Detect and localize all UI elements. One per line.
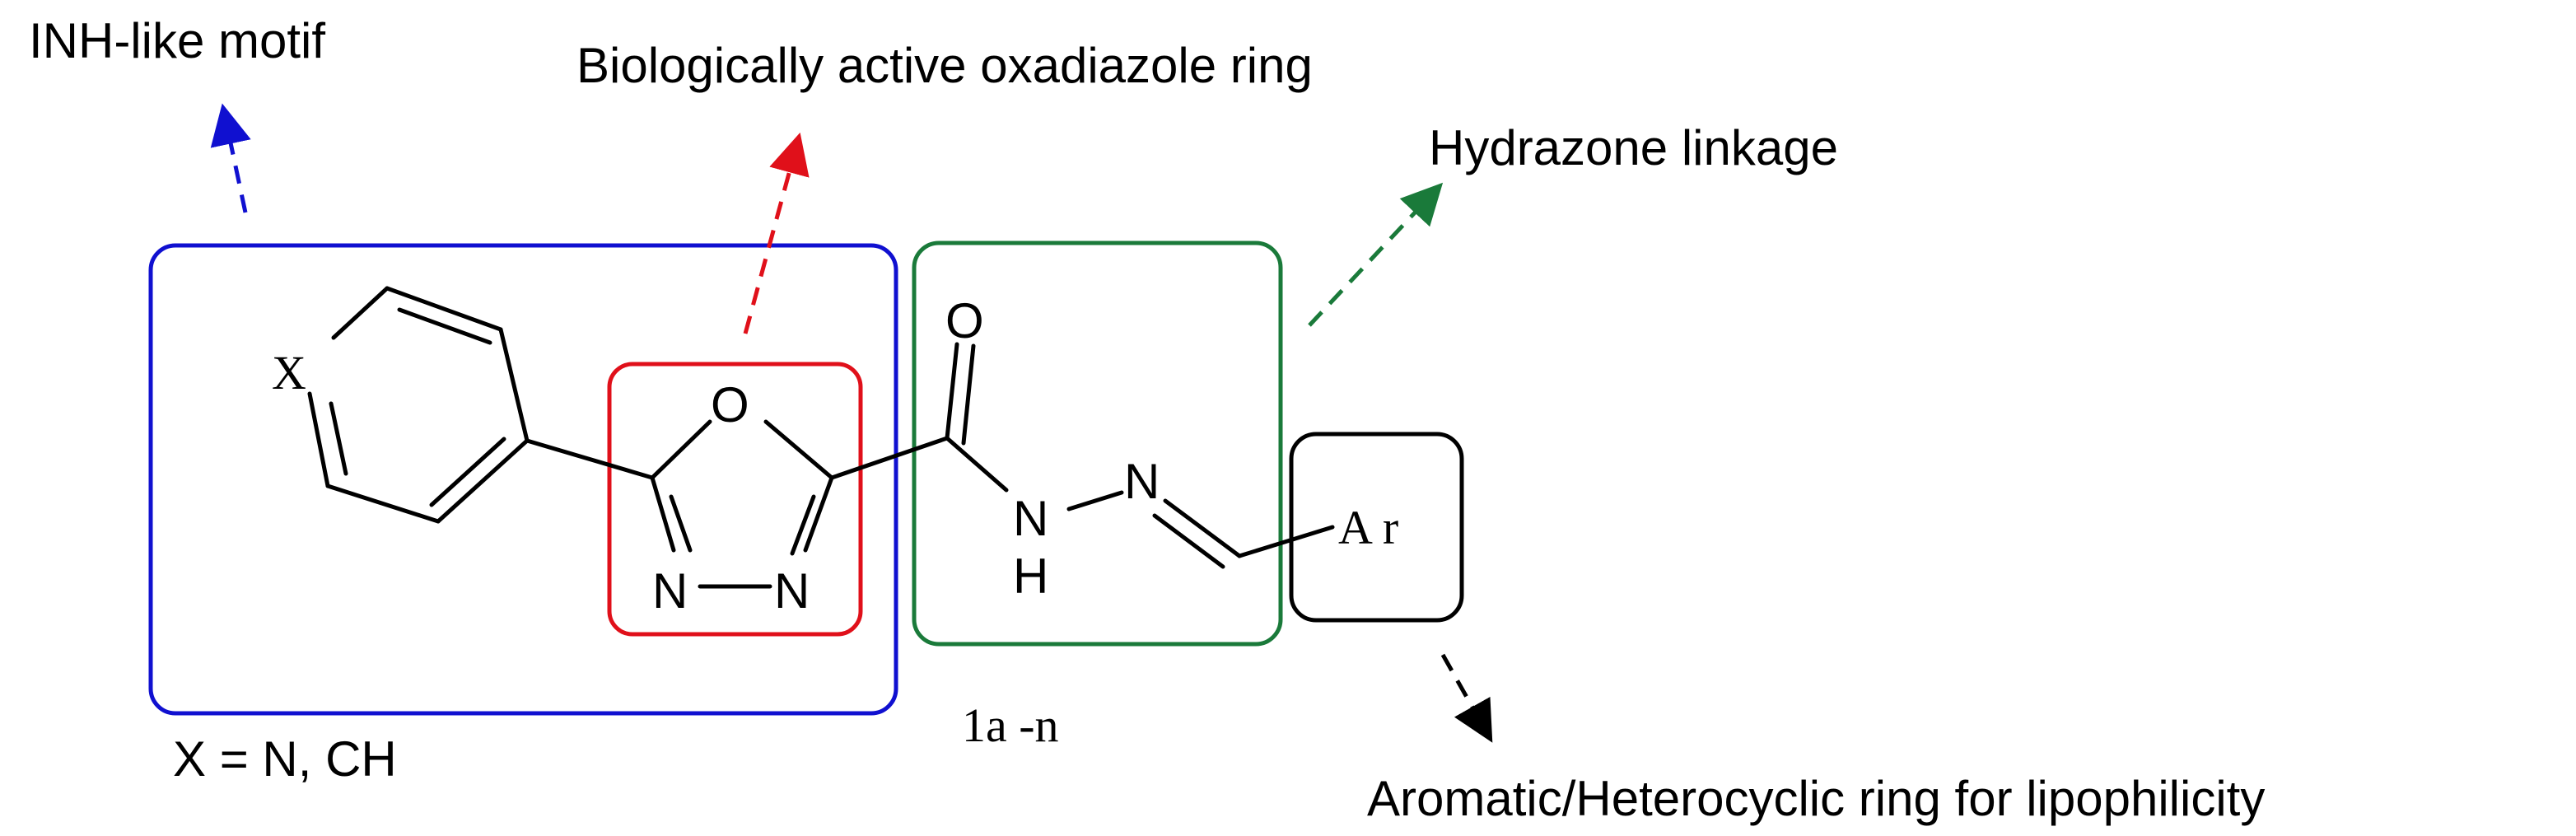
oxadiazole-box [607,362,863,637]
atom-o-ring: O [711,377,749,432]
atom-nh-n: N [1013,491,1048,546]
imine-bond-2 [1152,513,1225,569]
atom-ar: Ar [1338,501,1408,554]
oxadiazole-carbonyl-bond [829,436,950,480]
atom-n-left: N [652,563,688,619]
label-compound-number: 1a -n [962,698,1059,752]
atom-n-right: N [774,563,810,619]
carbonyl-bond-2 [961,343,976,446]
hydrazone-arrow [1308,182,1444,327]
nn-bond [1066,490,1124,511]
label-inh-motif: INH-like motif [29,13,325,68]
c-ar-bond [1237,525,1335,558]
inh-motif-box [148,243,898,716]
hydrazone-box [912,241,1283,647]
label-x-definition: X = N, CH [173,731,397,787]
atom-n-imine: N [1124,454,1160,509]
carbonyl-bond-1 [945,342,959,441]
aryl-box [1289,432,1464,623]
imine-bond-1 [1163,498,1242,558]
oxadiazole-arrow [743,132,810,334]
atom-nh-h: H [1013,549,1048,604]
aromatic-arrow [1440,653,1493,743]
atom-x: X [272,346,306,399]
aryl-oxadiazole-bond [525,438,655,480]
label-oxadiazole: Biologically active oxadiazole ring [576,38,1313,93]
atom-o-carbonyl: O [945,293,984,348]
label-hydrazone: Hydrazone linkage [1429,120,1838,175]
pyridine-ring [307,286,530,524]
label-aromatic: Aromatic/Heterocyclic ring for lipophili… [1367,771,2265,826]
oxadiazole-ring [650,419,834,589]
amide-bond [945,436,1009,493]
inh-arrow [210,103,251,213]
